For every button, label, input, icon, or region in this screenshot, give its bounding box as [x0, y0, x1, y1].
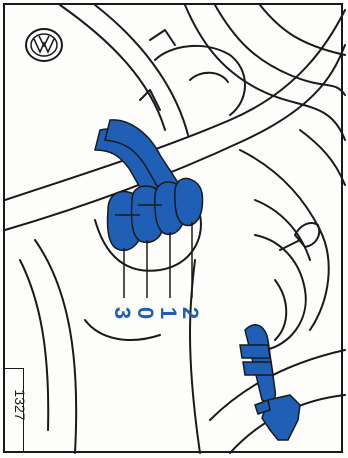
callout-label-1: 1 [157, 307, 179, 319]
callout-label-2: 2 [179, 307, 201, 319]
callout-label-3: 3 [111, 307, 133, 319]
figure-number: 1327 [8, 385, 28, 425]
figure-frame [3, 3, 343, 453]
callout-label-0: 0 [134, 307, 156, 319]
